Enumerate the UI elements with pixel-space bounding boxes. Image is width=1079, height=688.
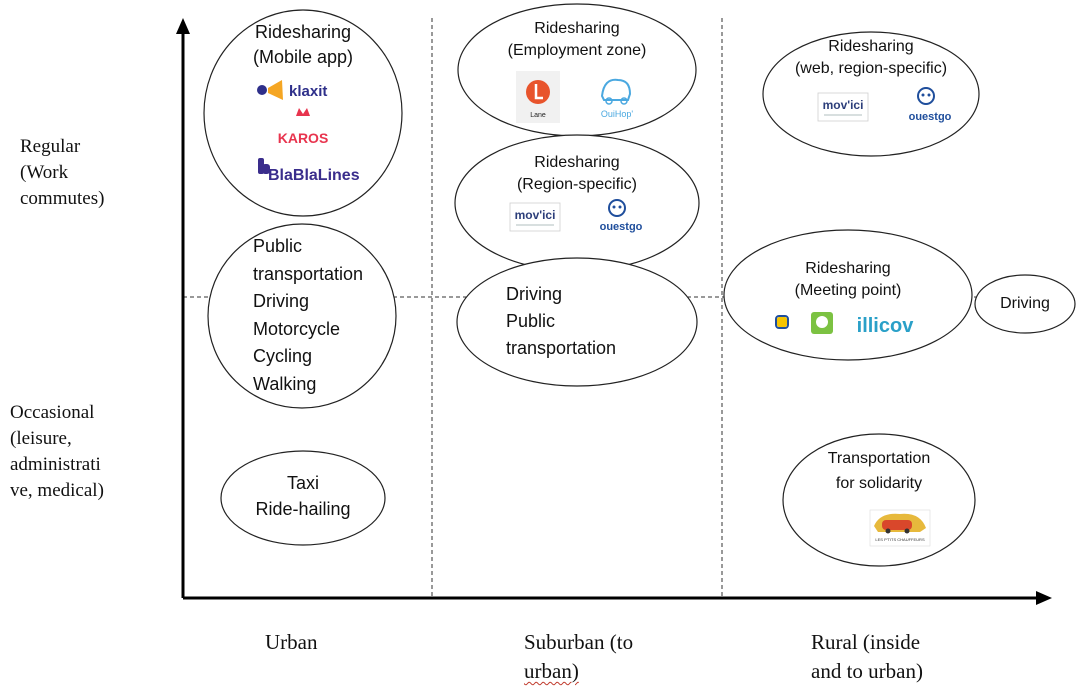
y-label-occasional-line4: ve, medical): [10, 480, 104, 501]
bubble-rural-web-title: Ridesharing (web, region-specific): [781, 36, 961, 80]
y-label-occasional-line1: Occasional: [10, 402, 95, 423]
y-label-regular-line2: (Work: [20, 162, 69, 183]
x-label-urban: Urban: [265, 628, 317, 657]
bubble-rural-driving-text: Driving: [985, 293, 1065, 315]
illicov-logo: illicov: [857, 315, 915, 337]
movici-logo-suburban: mov'ici: [509, 202, 561, 232]
urban-mode-motorcycle: Motorcycle: [253, 318, 341, 339]
urban-mode-transportation: transportation: [253, 263, 364, 284]
sub-mode-public: Public: [506, 311, 556, 331]
bubble-rural-driving: [974, 274, 1076, 334]
rural-web-title-line1: Ridesharing: [828, 38, 914, 55]
movici-logo-rural: mov'ici: [817, 92, 869, 122]
karos-wordmark: KAROS: [278, 130, 329, 146]
svg-text:OuiHop': OuiHop': [601, 109, 634, 119]
ouestgo-logo-suburban: ouestgo: [600, 199, 643, 233]
klaxit-logo: klaxit: [257, 80, 327, 100]
x-label-rural-line1: Rural (inside: [811, 630, 921, 654]
urban-taxi-line: Taxi: [286, 473, 319, 493]
rural-solidarity-title-line1: Transportation: [827, 450, 931, 467]
svg-text:mov'ici: mov'ici: [515, 208, 556, 222]
rural-solidarity-title-line2: for solidarity: [835, 475, 923, 492]
sub-mode-transportation: transportation: [506, 338, 617, 358]
sub-employment-title-line2: (Employment zone): [507, 42, 647, 59]
urban-mode-driving: Driving: [253, 291, 310, 311]
x-label-suburban-line2: urban): [524, 657, 633, 686]
rural-meeting-title-line1: Ridesharing: [805, 260, 891, 277]
sub-mode-driving: Driving: [506, 284, 563, 304]
klaxit-wordmark: klaxit: [289, 83, 327, 100]
x-label-suburban: Suburban (to urban): [524, 628, 633, 686]
rural-meeting-title-line2: (Meeting point): [794, 282, 902, 299]
y-label-regular: Regular (Work commutes): [20, 134, 104, 212]
bubble-suburban-employment-title: Ridesharing (Employment zone): [482, 18, 672, 62]
sub-employment-title-line1: Ridesharing: [534, 20, 620, 37]
svg-text:Lane: Lane: [530, 112, 546, 119]
svg-text:mov'ici: mov'ici: [823, 98, 864, 112]
ouihop-logo: OuiHop': [601, 78, 634, 119]
svg-text:LES P'TITS CHAUFFEURS: LES P'TITS CHAUFFEURS: [875, 537, 925, 542]
lane-logo: Lane: [516, 71, 560, 123]
sub-region-title-line1: Ridesharing: [534, 154, 620, 171]
illicov-wordmark: illicov: [857, 315, 915, 337]
blablalines-wordmark: BlaBlaLines: [268, 167, 360, 184]
rural-driving-line: Driving: [1000, 295, 1050, 312]
bubble-urban-mobile-title-line1: Ridesharing: [254, 22, 352, 42]
bubble-rural-web: [762, 31, 980, 157]
ouestgo-logo-rural: ouestgo: [909, 87, 952, 123]
rezo-pouce-logo: [811, 312, 833, 334]
svg-text:ouestgo: ouestgo: [909, 111, 952, 123]
urban-mode-public: Public: [253, 236, 303, 256]
urban-mode-cycling: Cycling: [253, 346, 313, 366]
x-label-suburban-line1: Suburban (to: [524, 630, 634, 654]
y-label-regular-line3: commutes): [20, 188, 105, 209]
blablalines-logo: BlaBlaLines: [258, 158, 360, 184]
svg-text:ouestgo: ouestgo: [600, 221, 643, 233]
y-label-occasional: Occasional (leisure, administrati ve, me…: [10, 400, 104, 504]
ptits-chauffeurs-logo: LES P'TITS CHAUFFEURS: [869, 509, 931, 547]
x-axis-arrowhead: [1036, 591, 1052, 605]
bubble-suburban-modes-text: Driving Public transportation: [506, 281, 666, 362]
bubble-urban-mobile-title-line2: (Mobile app): [252, 47, 354, 67]
urban-ride-hailing-line: Ride-hailing: [255, 499, 351, 519]
covoit-ici-logo: [775, 315, 789, 329]
bubble-rural-solidarity-title: Transportation for solidarity: [794, 446, 964, 496]
x-label-suburban-line2-text: urban): [524, 659, 579, 683]
bubble-urban-taxi: [220, 450, 386, 546]
bubble-suburban-region-title: Ridesharing (Region-specific): [482, 152, 672, 196]
sub-region-title-line2: (Region-specific): [516, 176, 638, 193]
bubble-urban-modes-text: Public transportation Driving Motorcycle…: [253, 233, 403, 398]
x-label-urban-text: Urban: [265, 630, 318, 654]
y-label-regular-line1: Regular: [20, 136, 81, 157]
urban-mode-walking: Walking: [253, 373, 317, 394]
bubble-urban-taxi-text: Taxi Ride-hailing: [233, 470, 373, 522]
bubble-suburban-modes: [456, 257, 698, 387]
karos-logo: KAROS: [278, 108, 329, 146]
bubble-urban-mobile-title: Ridesharing (Mobile app): [233, 20, 373, 70]
bubble-urban-mobile-app: [203, 9, 403, 217]
y-label-occasional-line3: administrati: [10, 454, 101, 475]
x-label-rural: Rural (inside and to urban): [811, 628, 923, 686]
bubble-urban-modes: [207, 223, 397, 409]
y-label-occasional-line2: (leisure,: [10, 428, 72, 449]
y-axis-arrowhead: [176, 18, 190, 34]
x-label-rural-line2: and to urban): [811, 659, 923, 683]
bubble-rural-meeting-title: Ridesharing (Meeting point): [758, 258, 938, 302]
rural-web-title-line2: (web, region-specific): [794, 60, 948, 77]
